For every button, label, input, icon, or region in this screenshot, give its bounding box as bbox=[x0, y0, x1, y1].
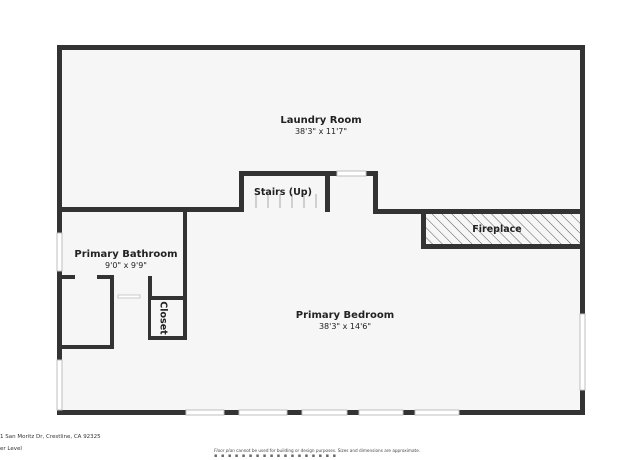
disclaimer-rest: cannot be used for building or design pu… bbox=[234, 448, 421, 453]
bathroom-doorway bbox=[117, 294, 141, 299]
interior-walls bbox=[57, 171, 583, 349]
laundry-room-dims: 38'3" x 11'7" bbox=[295, 127, 347, 136]
bedroom-dims: 38'3" x 14'6" bbox=[319, 322, 371, 331]
footer-level: er Level bbox=[0, 446, 22, 452]
footer-dots: ▪ ▪ ▪ ▪ ▪ ▪ ▪ ▪ ▪ ▪ ▪ ▪ ▪ ▪ ▪ ▪ ▪ ▪ bbox=[214, 453, 338, 459]
fireplace-hatch bbox=[426, 214, 580, 244]
bedroom-name: Primary Bedroom bbox=[296, 310, 394, 321]
stairs-label: Stairs (Up) bbox=[254, 187, 312, 198]
stairs-treads bbox=[255, 194, 317, 208]
bathroom-dims: 9'0" x 9'9" bbox=[105, 261, 147, 270]
footer-address: 1 San Moritz Dr, Crestline, CA 92325 bbox=[0, 434, 101, 440]
closet-label: Closet bbox=[158, 301, 169, 335]
fireplace-label: Fireplace bbox=[472, 224, 521, 235]
footer-disclaimer: Floor plan cannot be used for building o… bbox=[214, 448, 420, 453]
windows bbox=[56, 170, 586, 416]
bathroom-name: Primary Bathroom bbox=[74, 249, 177, 260]
laundry-room-name: Laundry Room bbox=[280, 115, 361, 126]
disclaimer-lead: Floor plan bbox=[214, 448, 235, 453]
